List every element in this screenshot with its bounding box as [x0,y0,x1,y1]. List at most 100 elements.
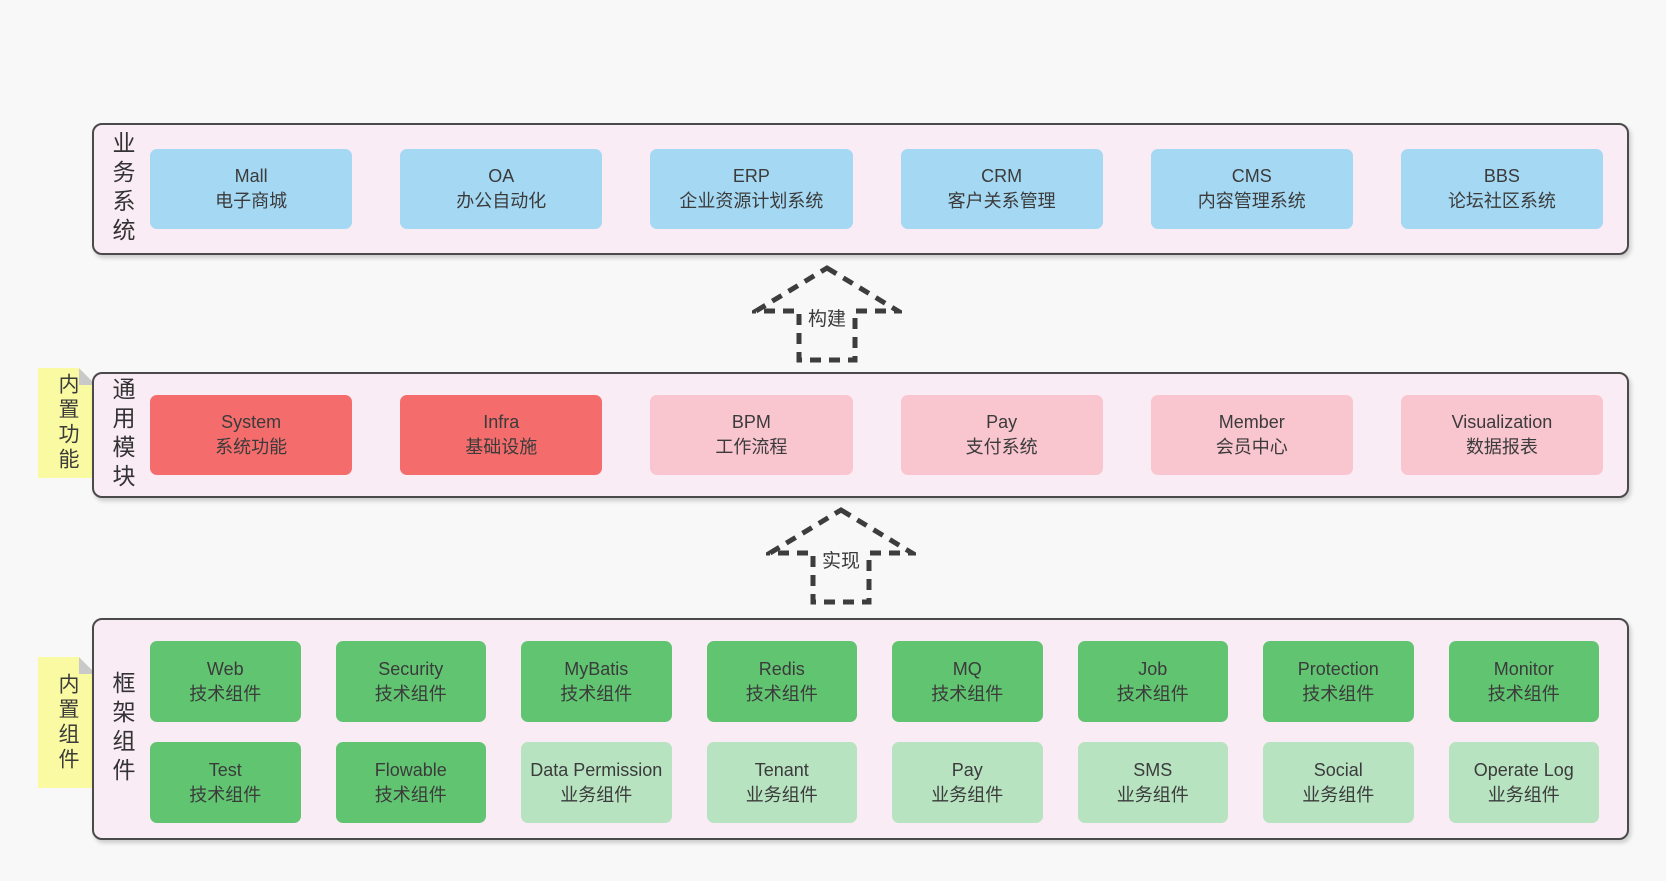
box-crm: CRM 客户关系管理 [900,149,1103,229]
box-bbs: BBS 论坛社区系统 [1400,149,1604,229]
box-title: Monitor [1493,658,1554,679]
box-subtitle: 技术组件 [189,784,262,805]
box-title: Social [1313,759,1363,780]
box-title: SMS [1133,759,1173,780]
box-redis: Redis 技术组件 [706,641,857,722]
box-tenant: Tenant 业务组件 [706,742,857,823]
box-title: Test [208,759,242,780]
box-pay: Pay 支付系统 [900,395,1103,475]
box-title: Web [206,658,244,679]
box-title: Operate Log [1473,759,1574,780]
box-title: BBS [1483,166,1520,186]
box-title: Tenant [754,759,809,780]
box-subtitle: 技术组件 [931,683,1004,704]
box-subtitle: 数据报表 [1465,437,1538,457]
box-title: ERP [732,166,770,186]
box-title: Data Permission [530,759,663,780]
box-title: Job [1138,658,1168,679]
box-subtitle: 业务组件 [560,784,633,805]
business-systems-panel: 业务系统 Mall 电子商城 OA 办公自动化 ERP 企业资源计划系统 CRM… [92,123,1629,255]
box-subtitle: 技术组件 [374,683,447,704]
box-cms: CMS 内容管理系统 [1150,149,1353,229]
box-subtitle: 企业资源计划系统 [679,191,824,211]
box-subtitle: 系统功能 [215,437,288,457]
box-subtitle: 论坛社区系统 [1447,191,1556,211]
box-title: Member [1218,412,1285,432]
box-title: Protection [1297,658,1379,679]
box-title: CRM [981,166,1023,186]
box-title: Redis [758,658,805,679]
note-label: 内置组件 [56,672,79,773]
box-operate-log: Operate Log 业务组件 [1448,742,1599,823]
box-job: Job 技术组件 [1077,641,1228,722]
box-flowable: Flowable 技术组件 [335,742,486,823]
box-title: MQ [952,658,982,679]
built-in-components-note: 内置组件 [38,657,96,788]
box-title: BPM [731,412,771,432]
implement-dashed-up-arrow-icon: 实现 [766,507,916,605]
box-subtitle: 业务组件 [745,784,818,805]
common-modules-row: System 系统功能 Infra 基础设施 BPM 工作流程 Pay 支付系统… [150,374,1627,496]
framework-components-panel-label: 框架组件 [109,671,135,787]
box-data-permission: Data Permission 业务组件 [521,742,672,823]
box-monitor: Monitor 技术组件 [1448,641,1599,722]
framework-components-grid: Web 技术组件 Security 技术组件 MyBatis 技术组件 Redi… [150,620,1627,838]
box-subtitle: 会员中心 [1215,437,1288,457]
box-title: Mall [234,166,268,186]
box-title: CMS [1231,166,1272,186]
box-title: Flowable [374,759,447,780]
box-mq: MQ 技术组件 [892,641,1043,722]
build-arrow-label: 构建 [808,308,846,330]
box-subtitle: 技术组件 [189,683,262,704]
box-subtitle: 技术组件 [1487,683,1560,704]
box-sms: SMS 业务组件 [1077,742,1228,823]
box-title: Pay [951,759,983,780]
box-subtitle: 业务组件 [1302,784,1375,805]
box-title: OA [488,166,515,186]
box-bpm: BPM 工作流程 [650,395,853,475]
box-visualization: Visualization 数据报表 [1400,395,1604,475]
box-subtitle: 技术组件 [560,683,633,704]
box-subtitle: 业务组件 [1487,784,1560,805]
box-social: Social 业务组件 [1263,742,1414,823]
box-title: Security [378,658,444,679]
box-title: MyBatis [564,658,629,679]
box-title: Visualization [1451,412,1553,432]
common-modules-panel-label: 通用模块 [109,377,135,493]
implement-arrow-label: 实现 [822,550,860,572]
box-system: System 系统功能 [150,395,353,475]
box-pay-component: Pay 业务组件 [892,742,1043,823]
box-subtitle: 技术组件 [1302,683,1375,704]
box-member: Member 会员中心 [1150,395,1353,475]
box-subtitle: 技术组件 [745,683,818,704]
box-test: Test 技术组件 [150,742,301,823]
box-subtitle: 业务组件 [931,784,1004,805]
box-subtitle: 内容管理系统 [1197,191,1306,211]
box-web: Web 技术组件 [150,641,301,722]
note-label: 内置功能 [56,373,79,473]
box-infra: Infra 基础设施 [400,395,603,475]
box-erp: ERP 企业资源计划系统 [650,149,853,229]
box-title: Pay [986,412,1018,432]
box-mybatis: MyBatis 技术组件 [521,641,672,722]
framework-components-panel: 框架组件 Web 技术组件 Security 技术组件 MyBatis 技术组件… [92,618,1629,840]
box-subtitle: 技术组件 [374,784,447,805]
box-subtitle: 支付系统 [965,437,1038,457]
box-subtitle: 业务组件 [1116,784,1189,805]
box-mall: Mall 电子商城 [150,149,353,229]
built-in-functions-note: 内置功能 [38,368,96,478]
common-modules-panel: 通用模块 System 系统功能 Infra 基础设施 BPM 工作流程 Pay… [92,372,1629,498]
box-security: Security 技术组件 [335,641,486,722]
box-subtitle: 电子商城 [215,191,288,211]
box-protection: Protection 技术组件 [1263,641,1414,722]
box-subtitle: 技术组件 [1116,683,1189,704]
business-systems-panel-label: 业务系统 [109,131,135,247]
business-systems-row: Mall 电子商城 OA 办公自动化 ERP 企业资源计划系统 CRM 客户关系… [150,125,1627,253]
box-subtitle: 客户关系管理 [947,191,1056,211]
box-subtitle: 办公自动化 [456,191,547,211]
box-subtitle: 基础设施 [465,437,538,457]
box-title: System [221,412,282,432]
box-oa: OA 办公自动化 [400,149,603,229]
box-subtitle: 工作流程 [715,437,788,457]
box-title: Infra [483,412,520,432]
